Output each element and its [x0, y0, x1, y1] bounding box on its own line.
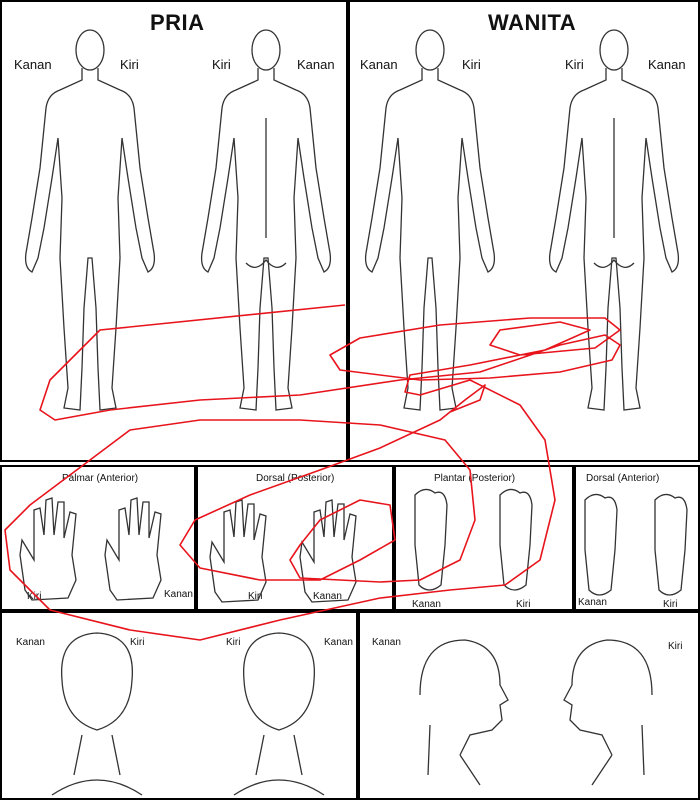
head-back-right-label: Kanan [324, 637, 353, 648]
female-back-right-label: Kanan [648, 57, 686, 72]
plantar-right-label: Kiri [516, 599, 531, 610]
dorsal-right-foot [654, 493, 688, 596]
dorsal-foot-title: Dorsal (Anterior) [586, 473, 660, 484]
female-front-right-label: Kanan [360, 57, 398, 72]
male-heading: PRIA [150, 10, 205, 35]
male-front-left-label: Kiri [120, 57, 139, 72]
male-front-right-label: Kanan [14, 57, 52, 72]
head-side-left-figure [563, 639, 653, 786]
palmar-right-hand [104, 497, 162, 601]
plantar-right-foot [499, 488, 533, 591]
plantar-title: Plantar (Posterior) [434, 473, 516, 484]
head-side-panel: Kanan Kiri [358, 611, 700, 800]
head-front-back-panel: Kanan Kiri Kiri Kanan [0, 611, 358, 800]
female-heading: WANITA [488, 10, 577, 35]
dorsal-left-foot [584, 493, 618, 596]
head-side-right-label: Kiri [668, 641, 683, 652]
head-front-right-label: Kanan [16, 637, 45, 648]
male-back-left-label: Kiri [212, 57, 231, 72]
dorsal-foot-right-label: Kiri [663, 599, 678, 610]
palmar-right-label: Kanan [164, 589, 193, 600]
dorsal-foot-panel: Dorsal (Anterior) Kanan Kiri [574, 465, 700, 611]
palmar-left-label: Kiri [27, 591, 42, 602]
female-back-figure [548, 29, 680, 411]
palmar-panel: Palmar (Anterior) Kiri Kanan [0, 465, 196, 611]
male-body-panel: PRIA Kanan Kiri Kiri Kanan [0, 0, 348, 462]
head-side-right-figure [419, 639, 509, 786]
female-front-left-label: Kiri [462, 57, 481, 72]
dorsal-left-hand [209, 499, 267, 603]
head-front-figure [51, 632, 143, 796]
head-side-left-label: Kanan [372, 637, 401, 648]
head-back-figure [233, 632, 325, 796]
plantar-left-label: Kanan [412, 599, 441, 610]
dorsal-hand-left-label: Kiri [248, 591, 263, 602]
head-back-left-label: Kiri [226, 637, 241, 648]
palmar-title: Palmar (Anterior) [62, 473, 139, 484]
female-back-left-label: Kiri [565, 57, 584, 72]
female-front-figure [364, 29, 496, 411]
male-back-figure [200, 29, 332, 411]
dorsal-hand-right-label: Kanan [313, 591, 342, 602]
red-scribble-mark [4, 304, 621, 641]
male-back-right-label: Kanan [297, 57, 335, 72]
palmar-left-hand [19, 497, 77, 601]
male-front-figure [24, 29, 156, 411]
dorsal-foot-left-label: Kanan [578, 597, 607, 608]
head-front-left-label: Kiri [130, 637, 145, 648]
